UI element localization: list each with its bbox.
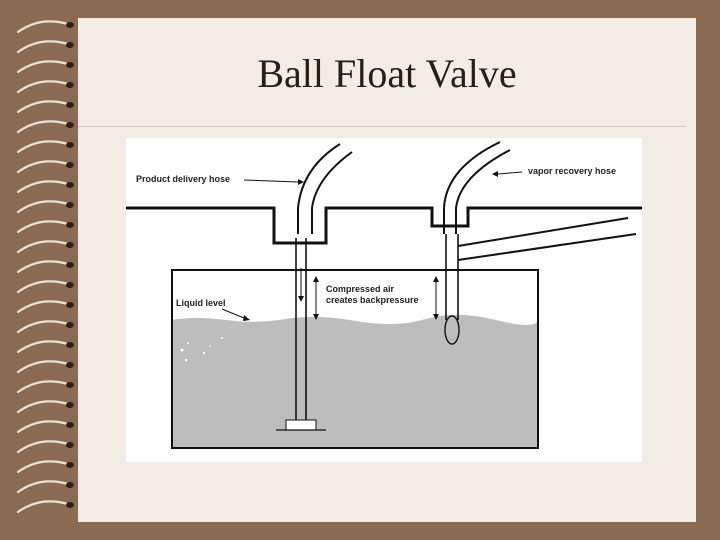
ground-line [126,206,642,245]
ball-float [444,315,460,345]
label-compressed-air-line2: creates backpressure [326,295,419,305]
label-compressed-air-line1: Compressed air [326,284,395,294]
vapor-recovery-hose [443,141,501,234]
label-liquid-level: Liquid level [176,298,226,308]
title-divider [78,126,686,127]
diagram-svg [126,141,642,449]
spiral-binding [16,20,74,514]
tank-outline [171,269,539,449]
vent-pipe [457,217,637,261]
slide-title: Ball Float Valve [257,51,517,96]
product-delivery-hose [297,143,341,234]
label-compressed-air: Compressed air creates backpressure [326,284,419,306]
label-product-delivery-hose: Product delivery hose [136,174,231,184]
label-vapor-recovery-hose: vapor recovery hose [528,166,617,176]
liquid-speckles [180,337,223,362]
ball-float-valve-diagram: Product delivery hose vapor recovery hos… [126,138,642,462]
liquid-fill [172,314,538,448]
